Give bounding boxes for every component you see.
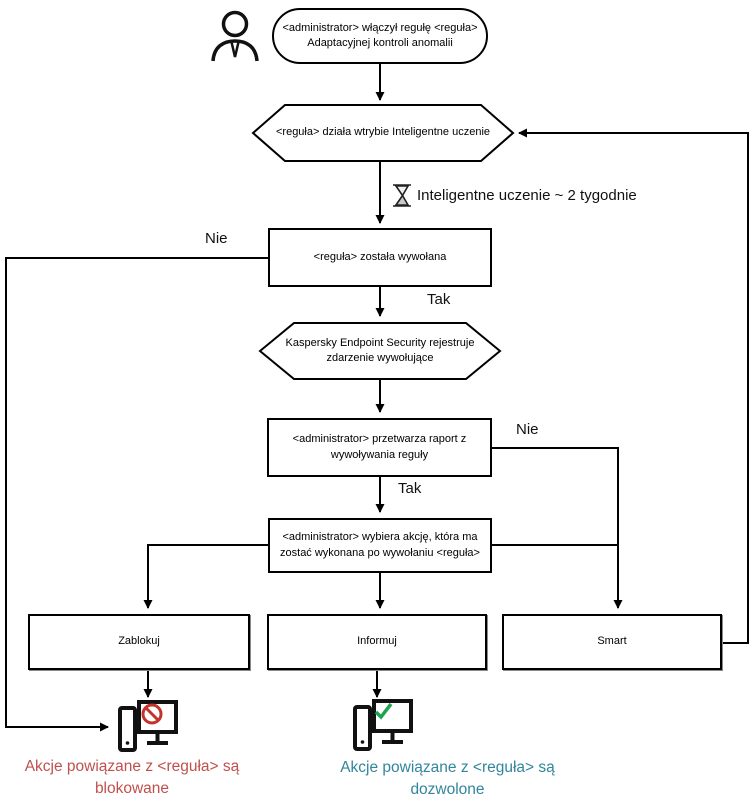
node-choose-action: <administrator> wybiera akcję, która ma … xyxy=(268,518,492,573)
register-event-line1: Kaspersky Endpoint Security rejestruje xyxy=(285,336,475,349)
connectors xyxy=(5,64,749,732)
process-report-line2: wywoływania reguły xyxy=(330,448,429,461)
edge-label-report-no: Nie xyxy=(516,421,539,438)
choose-action-line1: <administrator> wybiera akcję, która ma xyxy=(282,531,478,544)
choose-action-line2: zostać wykonana po wywołaniu <reguła> xyxy=(280,546,480,559)
hourglass-icon xyxy=(393,184,411,207)
register-event-line2: zdarzenie wywołujące xyxy=(326,352,434,364)
node-register-event-label: Kaspersky Endpoint Security rejestruje z… xyxy=(272,323,488,379)
prohibit-icon xyxy=(141,703,163,725)
edge-label-triggered-no: Nie xyxy=(205,230,228,247)
hexagon-learning-mode xyxy=(251,104,515,162)
check-icon xyxy=(374,702,393,720)
node-start-line2: Adaptacyjnej kontroli anomalii xyxy=(307,37,453,49)
node-start-line1: <administrator> włączył regułę <reguła> xyxy=(282,21,478,34)
learning-mode-text: <reguła> działa wtrybie Inteligentne ucz… xyxy=(275,126,491,139)
node-smart: Smart xyxy=(502,614,722,670)
computer-blocked-icon xyxy=(118,700,178,752)
inform-label: Informuj xyxy=(357,635,397,648)
node-learning-mode-label: <reguła> działa wtrybie Inteligentne ucz… xyxy=(263,105,503,161)
node-inform: Informuj xyxy=(267,614,487,670)
edge-label-triggered-yes: Tak xyxy=(427,291,451,308)
block-label: Zablokuj xyxy=(118,635,160,648)
process-report-line1: <administrator> przetwarza raport z xyxy=(292,433,467,446)
outcome-allowed-text: Akcje powiązane z <reguła> są dozwolone xyxy=(330,757,565,801)
node-process-report: <administrator> przetwarza raport z wywo… xyxy=(267,418,492,477)
outcome-blocked-line1: Akcje powiązane z <reguła> są xyxy=(24,758,240,775)
edge-label-report-yes: Tak xyxy=(398,480,422,497)
outcome-allowed-line1: Akcje powiązane z <reguła> są xyxy=(340,759,555,776)
node-block: Zablokuj xyxy=(28,614,250,670)
smart-label: Smart xyxy=(597,635,627,648)
hexagon-register-event xyxy=(258,322,502,380)
outcome-blocked-line2: blokowane xyxy=(94,780,170,797)
person-icon xyxy=(211,10,259,62)
computer-allowed-icon xyxy=(353,699,413,751)
outcome-allowed-line2: dozwolone xyxy=(410,781,485,798)
rule-triggered-text: <reguła> została wywołana xyxy=(313,250,447,263)
node-rule-triggered: <reguła> została wywołana xyxy=(268,228,492,287)
node-start: <administrator> włączył regułę <reguła> … xyxy=(272,8,488,64)
timer-label: Inteligentne uczenie ~ 2 tygodnie xyxy=(417,187,637,204)
outcome-blocked-text: Akcje powiązane z <reguła> są blokowane xyxy=(18,756,246,800)
